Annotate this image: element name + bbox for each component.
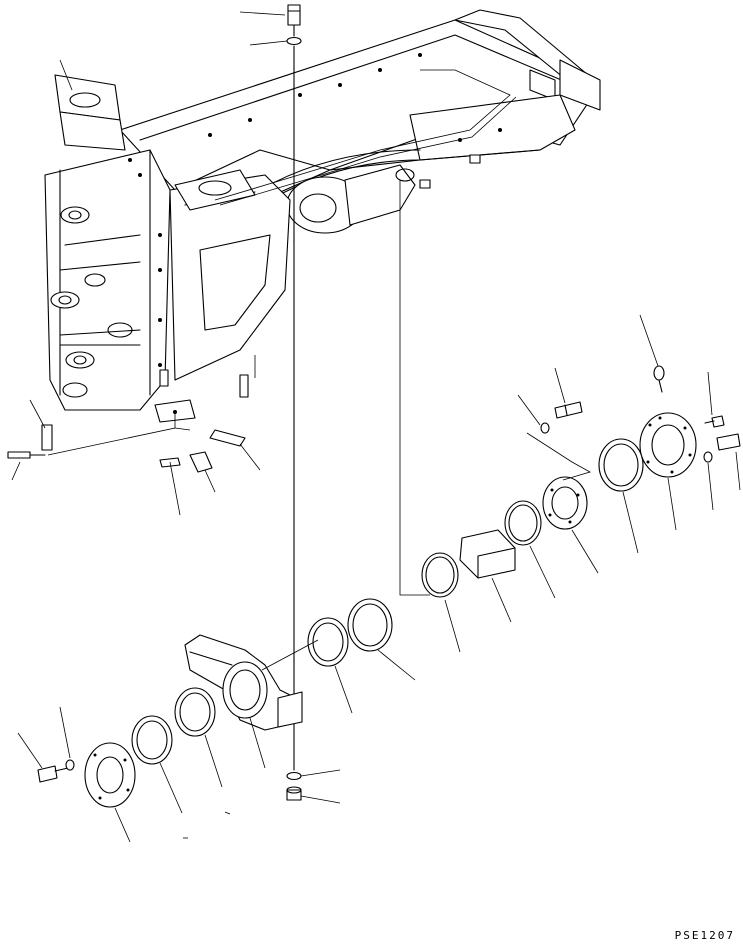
rear-axle-support (184, 634, 303, 731)
leader-lines (11, 11, 741, 843)
cover-plate (84, 412, 697, 808)
washer (286, 36, 302, 46)
bushing (459, 529, 516, 579)
nut (286, 789, 302, 801)
center-pin-bolt (286, 4, 302, 801)
seal-ring (131, 438, 644, 765)
drawing-code: PSE1207 (674, 929, 735, 942)
washer (286, 771, 302, 781)
main-frame (44, 9, 601, 411)
mounting-bolt (37, 401, 741, 783)
bracket (7, 399, 246, 473)
thrust-washer (542, 476, 588, 530)
grease-fitting (653, 365, 665, 393)
assembly-connector-lines (47, 180, 592, 671)
